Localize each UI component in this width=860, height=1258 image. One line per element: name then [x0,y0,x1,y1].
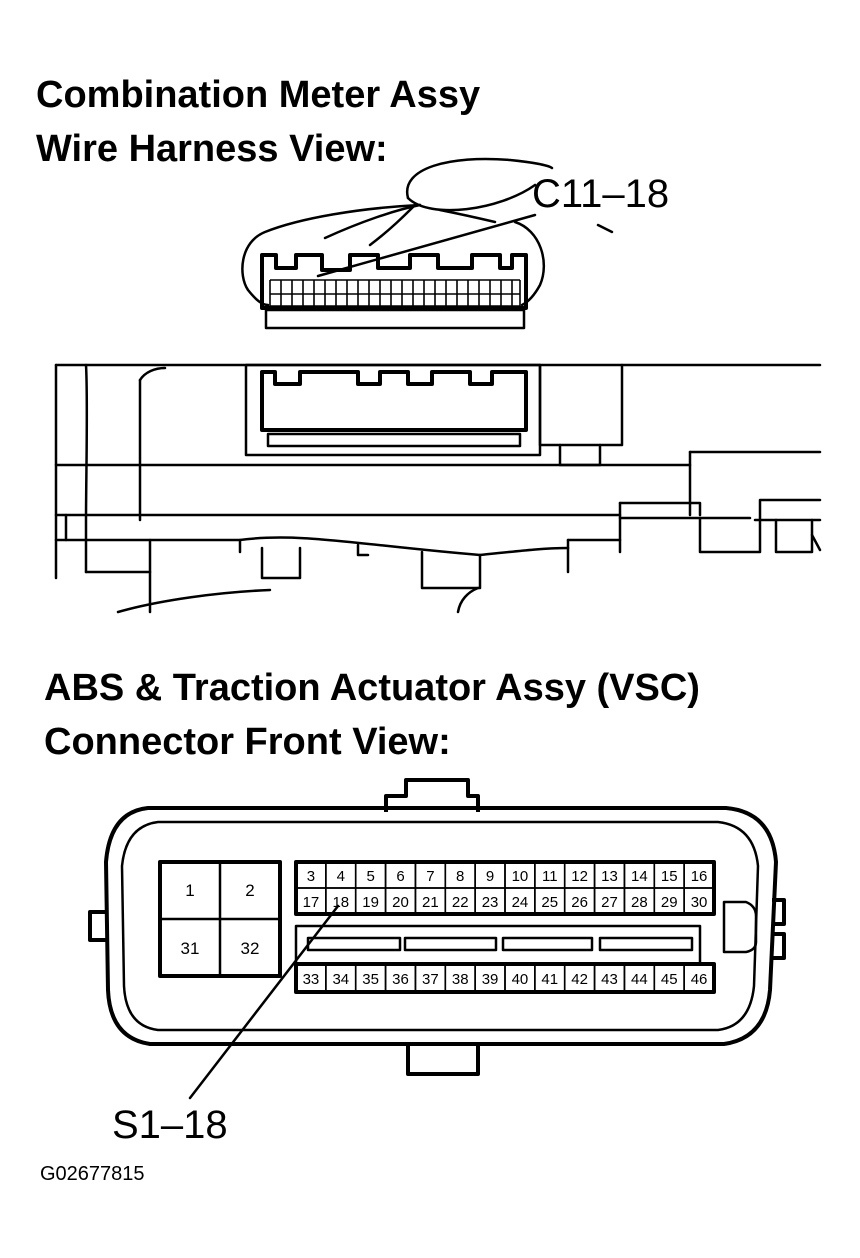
pin-label-12: 12 [571,868,588,885]
meter-heading-line1: Combination Meter Assy [36,74,480,116]
pin-label-4: 4 [337,868,345,885]
pin-label-17: 17 [303,894,320,911]
pin-label-30: 30 [691,894,708,911]
pin-cell-46 [683,963,715,993]
pin-label-20: 20 [392,894,409,911]
figure-code: G02677815 [40,1163,145,1185]
pin-label-13: 13 [601,868,618,885]
pin-label-35: 35 [362,971,379,988]
pin-label-24: 24 [512,894,529,911]
pin-label-22: 22 [452,894,469,911]
abs-heading-line1: ABS & Traction Actuator Assy (VSC) [44,667,700,709]
pin-label-19: 19 [362,894,379,911]
pin-label-36: 36 [392,971,409,988]
meter-pin-leader [316,213,537,278]
pin-label-16: 16 [691,868,708,885]
large-pin-label-1: 1 [185,881,194,900]
pin-label-5: 5 [366,868,374,885]
pin-label-26: 26 [571,894,588,911]
pin-label-42: 42 [571,971,588,988]
pin-cell-30 [683,887,715,915]
pin-label-33: 33 [303,971,320,988]
large-pin-label-32: 32 [241,939,260,958]
pin-label-39: 39 [482,971,499,988]
pin-label-37: 37 [422,971,439,988]
pin-label-38: 38 [452,971,469,988]
large-pin-label-2: 2 [245,881,254,900]
pin-label-6: 6 [396,868,404,885]
pin-label-9: 9 [486,868,494,885]
pin-label-29: 29 [661,894,678,911]
pin-label-45: 45 [661,971,678,988]
large-pin-label-31: 31 [181,939,200,958]
abs-large-pins: 1 2 31 32 [181,881,260,958]
abs-pin-callout: S1–18 [112,1103,228,1147]
pin-label-28: 28 [631,894,648,911]
combination-meter-body [54,363,822,614]
pin-label-43: 43 [601,971,618,988]
pin-label-11: 11 [542,868,558,885]
pin-label-25: 25 [541,894,558,911]
abs-connector [88,778,786,1076]
pin-label-21: 21 [422,894,439,911]
pin-label-10: 10 [512,868,529,885]
meter-heading-line2: Wire Harness View: [36,128,388,170]
abs-heading-line2: Connector Front View: [44,721,451,763]
pin-label-46: 46 [691,971,708,988]
pin-label-27: 27 [601,894,618,911]
meter-pin-grid [269,279,521,307]
pin-label-40: 40 [512,971,529,988]
meter-pin-callout: C11–18 [532,172,669,216]
pin-label-34: 34 [332,971,349,988]
pin-label-7: 7 [426,868,434,885]
pin-label-3: 3 [307,868,315,885]
pin-label-23: 23 [482,894,499,911]
abs-pin-leader [188,904,340,1100]
pin-label-15: 15 [661,868,678,885]
pin-label-44: 44 [631,971,648,988]
pin-label-14: 14 [631,868,648,885]
pin-label-41: 41 [541,971,558,988]
pin-label-8: 8 [456,868,464,885]
meter-harness-connector [241,157,614,330]
